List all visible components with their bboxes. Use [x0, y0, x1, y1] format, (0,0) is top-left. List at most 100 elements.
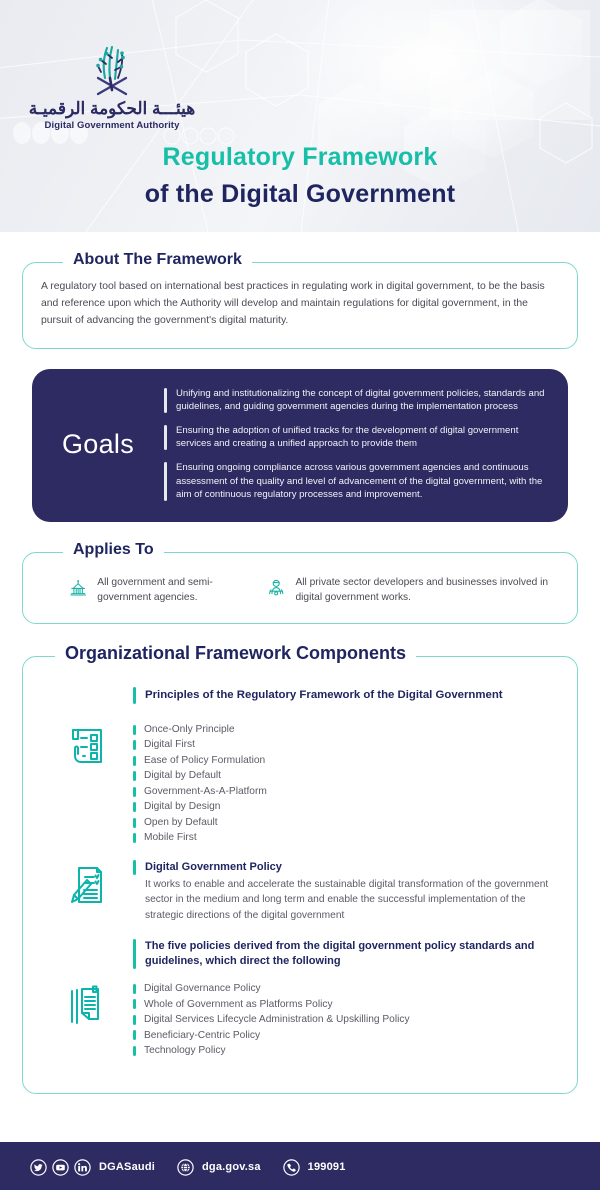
goal-text: Unifying and institutionalizing the conc…	[176, 387, 545, 413]
bullet-icon	[133, 771, 136, 781]
twitter-icon[interactable]	[30, 1158, 47, 1176]
title-line-1: Regulatory Framework	[162, 143, 438, 171]
list-item: Digital by Design	[133, 799, 559, 815]
list-item: Government-As-A-Platform	[133, 784, 559, 800]
principles-block: Once-Only Principle Digital First Ease o…	[41, 722, 559, 846]
goals-label: Goals	[62, 428, 135, 459]
goal-accent-bar	[164, 424, 167, 450]
phone-icon[interactable]	[282, 1158, 300, 1176]
applies-to-heading: Applies To	[63, 540, 164, 559]
list-item-label: Digital by Design	[144, 801, 221, 813]
bullet-icon	[133, 1030, 136, 1041]
footer-phone-group[interactable]: 199091	[282, 1158, 346, 1176]
list-item-label: Beneficiary-Centric Policy	[144, 1029, 261, 1041]
footer-phone-label[interactable]: 199091	[307, 1161, 346, 1173]
page-title: Regulatory Framework of the Digital Gove…	[0, 142, 600, 211]
list-item-label: Mobile First	[144, 832, 197, 844]
footer-divider	[0, 1142, 600, 1144]
stacked-documents-icon	[71, 985, 99, 1025]
checklist-hand-icon	[72, 728, 102, 763]
bullet-icon	[133, 786, 136, 797]
list-item: Beneficiary-Centric Policy	[133, 1028, 559, 1044]
principles-title-row: Principles of the Regulatory Framework o…	[133, 687, 559, 704]
goal-accent-bar	[164, 387, 167, 413]
applies-to-items: All government and semi-government agenc…	[41, 571, 559, 606]
principles-list-wrap: Once-Only Principle Digital First Ease o…	[133, 722, 559, 846]
footer-website-label[interactable]: dga.gov.sa	[202, 1161, 261, 1173]
goal-text: Ensuring ongoing compliance across vario…	[176, 461, 543, 501]
list-item: Technology Policy	[133, 1043, 559, 1059]
footer-social-handle[interactable]: DGASaudi	[99, 1161, 155, 1173]
bullet-icon	[133, 1014, 136, 1025]
list-item-label: Open by Default	[144, 816, 218, 828]
youtube-icon[interactable]	[52, 1158, 69, 1176]
principles-title: Principles of the Regulatory Framework o…	[145, 689, 503, 702]
accent-bar	[133, 687, 136, 704]
bullet-icon	[133, 740, 136, 750]
footer-bar: DGASaudi dga.gov.sa 199091	[0, 1144, 600, 1190]
about-framework-panel: About The Framework A regulatory tool ba…	[22, 251, 578, 349]
policy-icon-wrap	[41, 860, 133, 908]
five-policies-list-wrap: Digital Governance Policy Whole of Gover…	[133, 981, 559, 1059]
goal-item: Ensuring ongoing compliance across vario…	[164, 461, 546, 502]
bullet-icon	[133, 802, 136, 812]
document-pencil-icon	[71, 866, 102, 903]
list-item-label: Digital Services Lifecycle Administratio…	[144, 1014, 410, 1026]
list-item: Ease of Policy Formulation	[133, 753, 559, 769]
list-item: Digital by Default	[133, 768, 559, 784]
five-policies-icon-wrap	[41, 981, 133, 1029]
list-item-label: Government-As-A-Platform	[144, 785, 267, 797]
list-item: Once-Only Principle	[133, 722, 559, 738]
list-item: Open by Default	[133, 815, 559, 831]
about-framework-body: A regulatory tool based on international…	[41, 281, 545, 326]
list-item-label: Digital Governance Policy	[144, 983, 261, 995]
applies-to-item-text: All private sector developers and busine…	[295, 576, 549, 603]
list-item: Digital Services Lifecycle Administratio…	[133, 1012, 559, 1028]
list-item: Digital First	[133, 737, 559, 753]
footer-social-group[interactable]: DGASaudi	[30, 1158, 155, 1176]
government-building-icon	[70, 579, 87, 596]
list-item-label: Once-Only Principle	[144, 723, 235, 735]
goals-list: Unifying and institutionalizing the conc…	[164, 387, 546, 502]
list-item-label: Digital First	[144, 739, 195, 751]
list-item: Mobile First	[133, 830, 559, 846]
goal-item: Unifying and institutionalizing the conc…	[164, 387, 546, 414]
goals-panel: Goals Unifying and institutionalizing th…	[32, 368, 568, 522]
linkedin-icon[interactable]	[74, 1158, 91, 1176]
applies-to-panel: Applies To	[22, 540, 578, 625]
list-item-label: Digital by Default	[144, 770, 222, 782]
list-item-label: Ease of Policy Formulation	[144, 754, 266, 766]
about-framework-heading: About The Framework	[63, 251, 252, 269]
logo-arabic-text: هيئـــة الحكومة الرقميـة	[28, 99, 196, 118]
applies-to-item-private: All private sector developers and busine…	[267, 575, 559, 606]
policy-body: It works to enable and accelerate the su…	[145, 878, 549, 921]
bullet-icon	[133, 833, 136, 843]
globe-icon[interactable]	[177, 1158, 194, 1176]
bullet-icon	[133, 999, 136, 1010]
principles-list: Once-Only Principle Digital First Ease o…	[133, 722, 559, 846]
policy-title-row: Digital Government Policy	[133, 859, 559, 875]
header-banner: هيئـــة الحكومة الرقميـة Digital Governm…	[0, 0, 600, 232]
footer-website-group[interactable]: dga.gov.sa	[177, 1158, 261, 1176]
bullet-icon	[133, 755, 136, 766]
title-line-2: of the Digital Government	[144, 180, 456, 209]
dga-circuit-palm-swords-logo-icon	[96, 45, 128, 96]
private-sector-worker-icon	[268, 579, 284, 596]
accent-bar	[133, 859, 136, 875]
organizational-framework-heading: Organizational Framework Components	[55, 643, 417, 665]
five-policies-title-row: The five policies derived from the digit…	[133, 938, 559, 970]
five-policies-list: Digital Governance Policy Whole of Gover…	[133, 981, 559, 1059]
bullet-icon	[133, 983, 136, 994]
accent-bar	[133, 938, 136, 970]
dga-logo: هيئـــة الحكومة الرقميـة Digital Governm…	[22, 42, 202, 131]
five-policies-title: The five policies derived from the digit…	[145, 939, 535, 967]
applies-to-item-text: All government and semi-government agenc…	[97, 576, 213, 603]
applies-to-item-government: All government and semi-government agenc…	[69, 575, 249, 606]
goal-text: Ensuring the adoption of unified tracks …	[176, 424, 519, 450]
bullet-icon	[133, 724, 136, 735]
logo-english-text: Digital Government Authority	[44, 119, 180, 131]
digital-government-policy-block: Digital Government Policy It works to en…	[41, 859, 559, 923]
goal-accent-bar	[164, 461, 167, 501]
list-item-label: Technology Policy	[144, 1045, 226, 1057]
